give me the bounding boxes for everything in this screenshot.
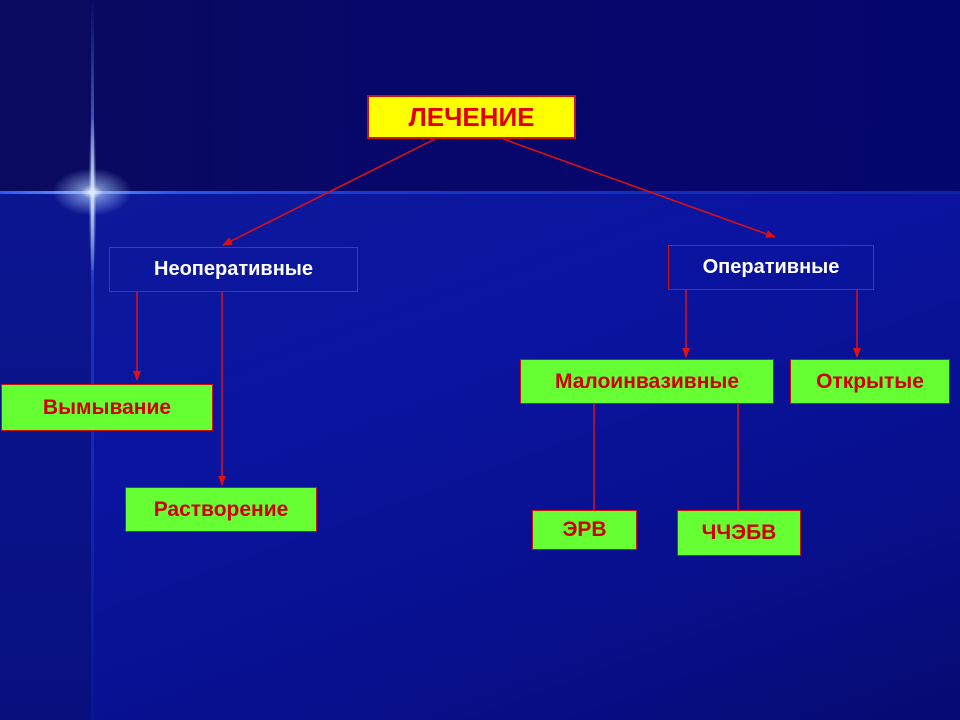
node-pcnl: ЧЧЭБВ xyxy=(677,510,801,556)
node-erv: ЭРВ xyxy=(532,510,637,550)
decorative-vertical-line xyxy=(91,0,94,720)
edge-root-to-operative xyxy=(502,138,776,238)
node-operative: Оперативные xyxy=(668,245,874,290)
edge-root-to-nonoperative xyxy=(222,138,436,246)
node-nonoperative: Неоперативные xyxy=(109,247,358,292)
node-dissolution: Растворение xyxy=(125,487,317,532)
background-main xyxy=(0,194,960,720)
node-open: Открытые xyxy=(790,359,950,404)
node-minimally-invasive: Малоинвазивные xyxy=(520,359,774,404)
node-treatment-root: ЛЕЧЕНИЕ xyxy=(367,95,576,139)
light-flare-vertical xyxy=(89,120,96,270)
background-left-strip xyxy=(0,194,92,720)
node-washing: Вымывание xyxy=(1,384,213,431)
decorative-horizontal-line xyxy=(0,191,960,194)
